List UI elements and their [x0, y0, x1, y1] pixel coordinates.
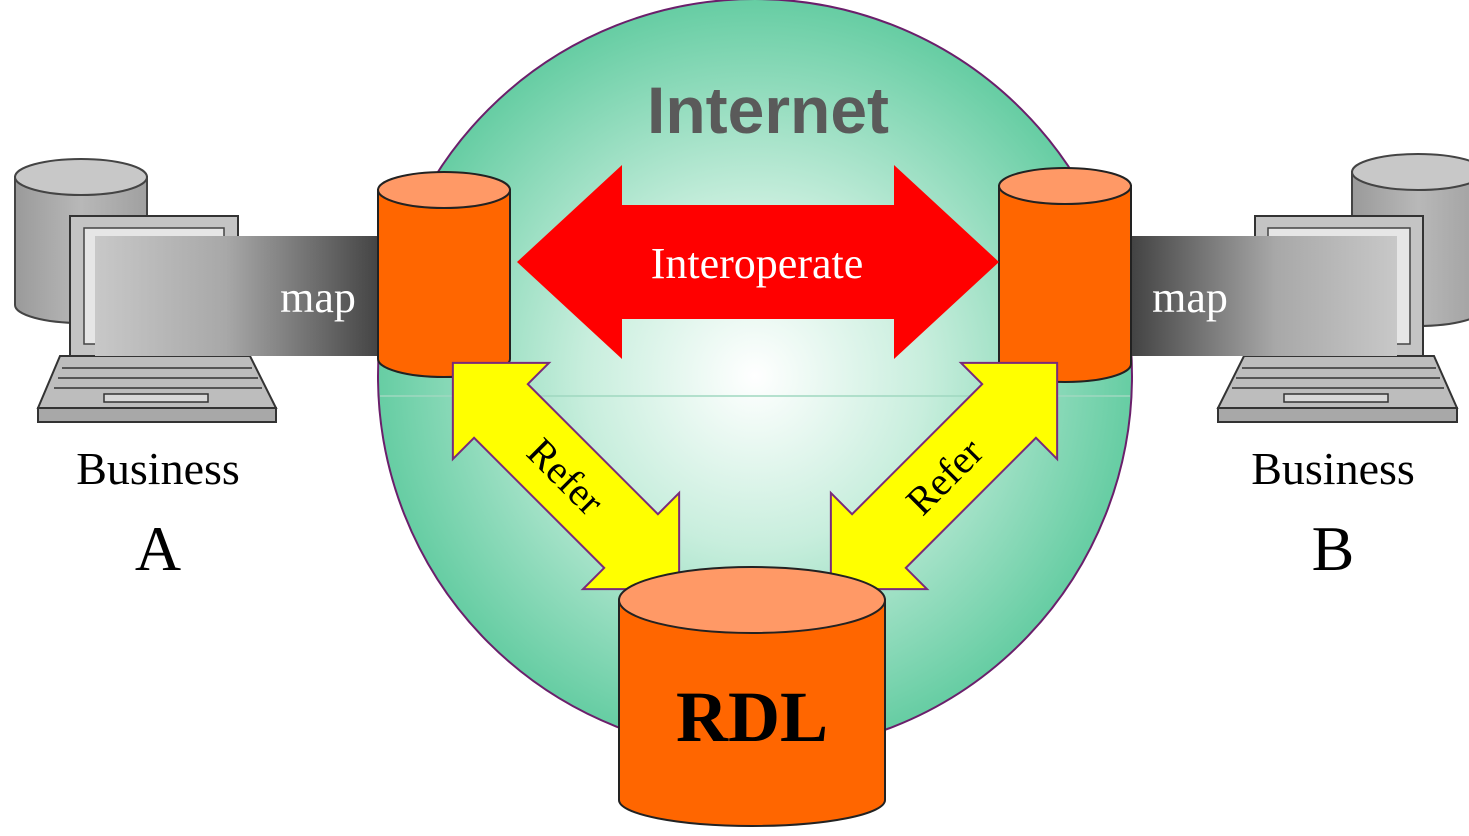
- internet-label: Internet: [647, 73, 889, 147]
- map-label-left: map: [280, 273, 356, 322]
- map-band-right: [1127, 236, 1397, 356]
- business-b-label: Business: [1251, 443, 1415, 494]
- business-a-letter: A: [135, 513, 181, 584]
- right-node-cylinder: [998, 167, 1132, 383]
- business-a-label: Business: [76, 443, 240, 494]
- business-b-letter: B: [1312, 513, 1355, 584]
- interoperate-arrow: [517, 165, 999, 359]
- interoperate-label: Interoperate: [651, 239, 864, 288]
- rdl-cylinder: [618, 566, 886, 827]
- map-label-right: map: [1152, 273, 1228, 322]
- rdl-label: RDL: [676, 677, 828, 757]
- map-band-left: [95, 236, 385, 356]
- left-node-cylinder: [377, 171, 511, 378]
